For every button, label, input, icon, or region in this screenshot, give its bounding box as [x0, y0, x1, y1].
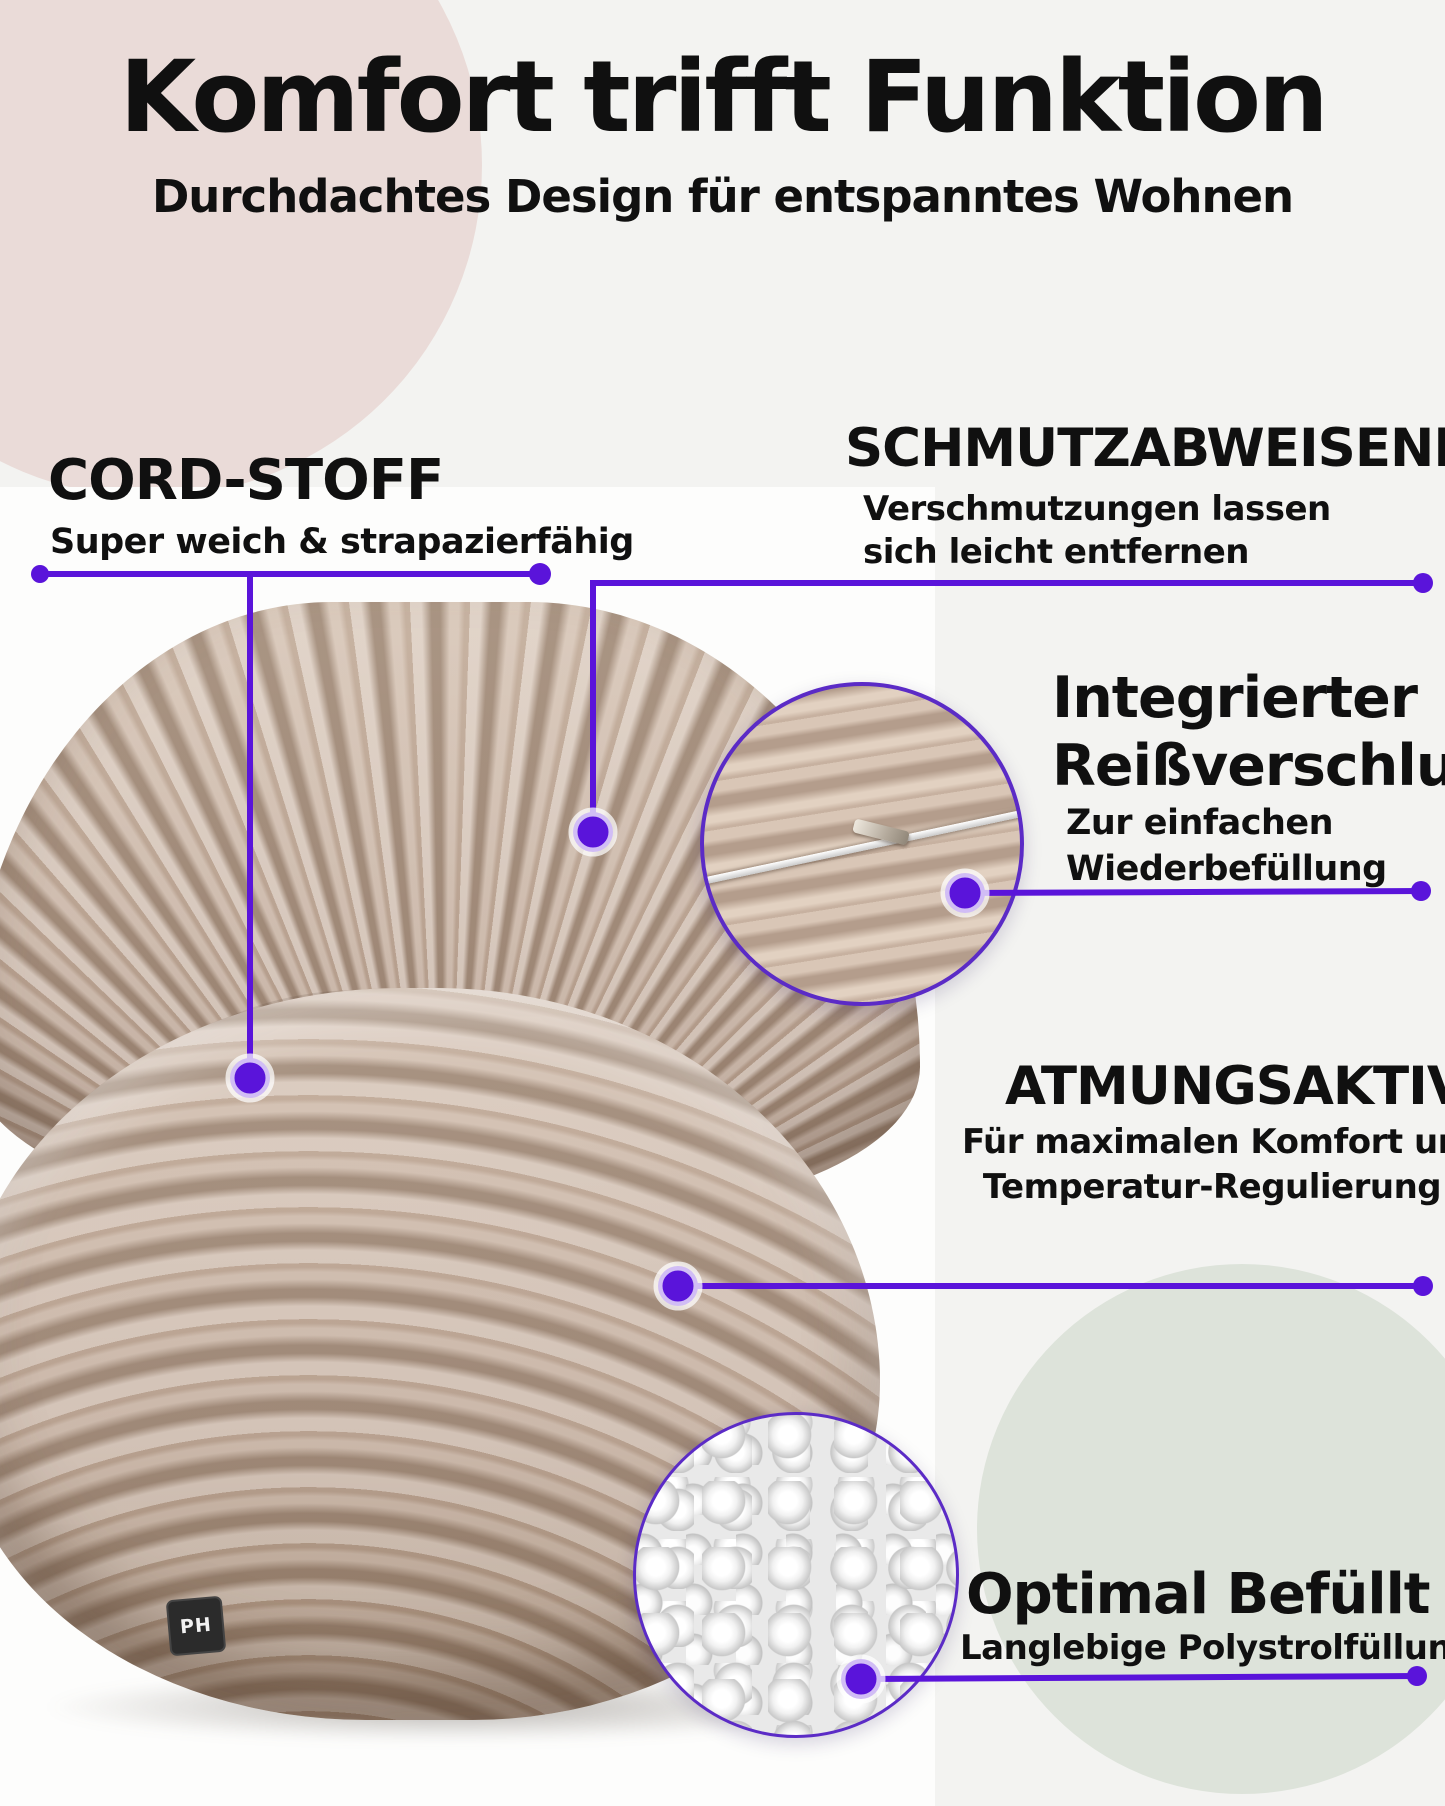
reissverschluss-heading-line2: Reißverschluss	[1052, 733, 1445, 799]
feature-subtext-atmungsaktiv: Für maximalen Komfort und Temperatur-Reg…	[962, 1120, 1445, 1210]
page-title: Komfort trifft Funktion	[119, 40, 1328, 155]
schmutzabweisend-line-end-dot	[1413, 573, 1433, 593]
reissverschluss-subtext-line1: Zur einfachen	[1066, 803, 1334, 843]
brand-logo-text: PH	[179, 1613, 213, 1639]
green-circle-decoration	[977, 1264, 1445, 1794]
schmutzabweisend-subtext-line1: Verschmutzungen lassen	[863, 489, 1331, 529]
feature-heading-schmutzabweisend: SCHMUTZABWEISEND	[845, 418, 1445, 479]
filling-beads-inset-circle	[633, 1412, 959, 1738]
feature-subtext-reissverschluss: Zur einfachen Wiederbefüllung	[1066, 800, 1387, 892]
schmutzabweisend-subtext-line2: sich leicht entfernen	[863, 532, 1250, 572]
page-subtitle: Durchdachtes Design für entspanntes Wohn…	[151, 170, 1294, 223]
zipper-detail-inset-circle	[700, 682, 1024, 1006]
feature-heading-reissverschluss: Integrierter Reißverschluss	[1052, 664, 1445, 800]
feature-heading-optimal-befuellt: Optimal Befüllt	[966, 1562, 1431, 1627]
feature-subtext-optimal-befuellt: Langlebige Polystrolfüllung	[960, 1628, 1445, 1668]
feature-heading-cord-stoff: CORD-STOFF	[48, 448, 444, 513]
reissverschluss-line-end-dot	[1411, 881, 1431, 901]
zipper-track	[704, 804, 1020, 891]
reissverschluss-heading-line1: Integrierter	[1052, 665, 1418, 731]
brand-logo-patch: PH	[165, 1595, 227, 1657]
reissverschluss-subtext-line2: Wiederbefüllung	[1066, 849, 1387, 889]
feature-subtext-cord-stoff: Super weich & strapazierfähig	[50, 522, 634, 562]
atmungsaktiv-subtext-line1: Für maximalen Komfort und	[962, 1122, 1445, 1162]
atmungsaktiv-line-end-dot	[1413, 1276, 1433, 1296]
atmungsaktiv-subtext-line2: Temperatur-Regulierung	[982, 1167, 1442, 1207]
feature-heading-atmungsaktiv: ATMUNGSAKTIV	[1005, 1056, 1445, 1117]
feature-subtext-schmutzabweisend: Verschmutzungen lassen sich leicht entfe…	[863, 488, 1331, 574]
